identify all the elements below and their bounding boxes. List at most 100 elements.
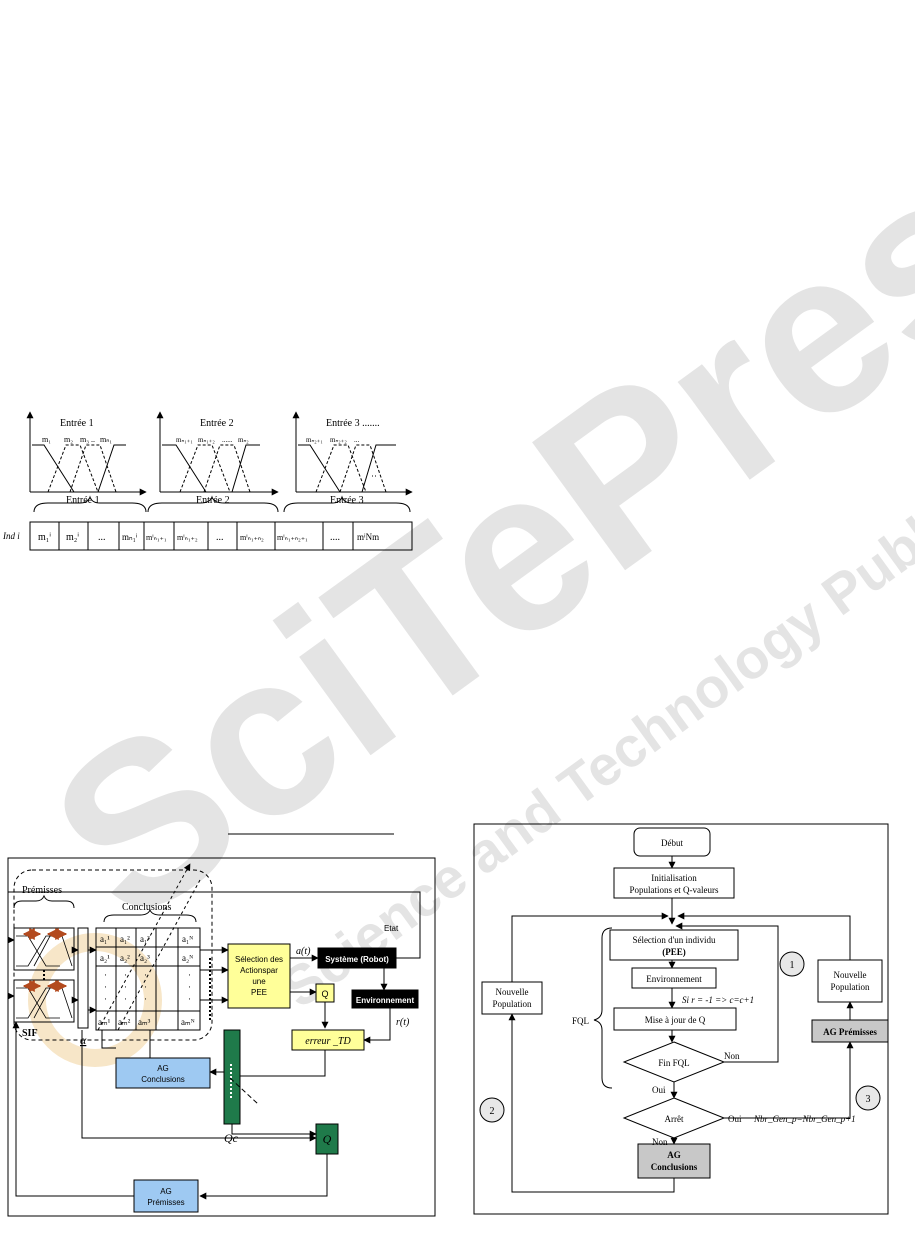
fig3-start-label: Début [661, 838, 683, 848]
fig3-ag-premisses-label: AG Prémisses [823, 1027, 877, 1037]
watermark-logo [28, 933, 162, 1067]
fig1-brace-2 [147, 495, 279, 513]
fig2-matrix-r6c3: aₘ³ [138, 1017, 151, 1027]
fig3-environment-box [631, 967, 717, 989]
fig2-qc-label: Qc [224, 1131, 239, 1145]
fig3-fql-label: FQL [572, 1016, 589, 1026]
fig2-conclusions-label: Conclusions [122, 902, 172, 913]
fig1-panel-2-title: Entrée 2 [200, 418, 234, 429]
fig1-panel-2-mf-3: ...... [222, 436, 233, 444]
fig2-matrix-r4c5: · [188, 982, 191, 992]
fig2-premisses-label: Prémisses [22, 885, 62, 896]
fig3-circle-1-label: 1 [790, 960, 795, 971]
figure-membership-text: Entrée 1 m₁ m₂ m₃ .. mₙ₁ Entrée 1 Entrée… [2, 418, 380, 543]
fig1-panel-3-mf-2: mₙ₂₊₂ [330, 436, 347, 444]
figure-architecture [7, 857, 436, 1217]
fig2-reward-label: r(t) [396, 1017, 410, 1028]
fig1-panel-1-mf-4: mₙ₁ [100, 435, 112, 444]
fig3-fql-brace [593, 927, 613, 1089]
fig2-action-label: a(t) [296, 946, 311, 957]
fig2-selection-line-3: une [252, 977, 266, 986]
fig1-cell-3: ... [98, 532, 106, 543]
fig1-brace-3 [283, 495, 411, 513]
fig1-panel-1-title: Entrée 1 [60, 418, 94, 429]
fig2-frame [7, 857, 436, 1217]
fig2-matrix-r6c1: aₘ¹ [98, 1017, 111, 1027]
fig1-panel-2-mf-1: mₙ₁₊₁ [176, 436, 193, 444]
fig3-generation-counter: Nbr_Gen_p=Nbr_Gen_p+1 [753, 1114, 856, 1124]
fig2-matrix-r3c2: · [124, 970, 127, 980]
fig2-matrix-r3c3: · [144, 970, 147, 980]
fig3-new-population-left-line-1: Nouvelle [496, 987, 529, 997]
fig2-etat-label: Etat [384, 924, 399, 933]
fig1-panel-1-mf-2: m₂ [64, 435, 73, 444]
figure-flowchart [473, 823, 889, 1215]
fig3-init-line-1: Initialisation [651, 873, 697, 883]
fig3-rule-label: Si r = -1 => c=c+1 [682, 995, 754, 1005]
fig1-cell-10: .... [330, 532, 340, 543]
fig3-frame [473, 823, 889, 1215]
fig2-matrix-r1c2: a₁² [120, 934, 130, 944]
fig3-stop-label: Arrêt [665, 1114, 684, 1124]
fig1-panel-3-axis-label: Entrée 3 [330, 495, 364, 506]
fig2-matrix-r3c1: · [104, 970, 107, 980]
fig2-matrix-r6c2: aₘ² [118, 1017, 131, 1027]
fig1-panel-1-mf-3: m₃ .. [80, 435, 95, 444]
figure-architecture-text: Prémisses Conclusions SIF α a₁¹ a₁² a₁³ … [22, 885, 414, 1207]
fig3-update-label: Mise à jour de Q [645, 1015, 706, 1025]
fig2-environment-box [351, 989, 419, 1009]
fig2-q-green-label: Q [323, 1132, 332, 1146]
fig3-yes2-label: Oui [728, 1114, 742, 1124]
fig2-q-label: Q [321, 989, 328, 999]
fig1-cell-8: mⁱₙ₁₊ₙ₂ [240, 533, 264, 542]
fig1-panel-2 [156, 411, 279, 496]
fig2-matrix [95, 927, 201, 1031]
fig3-circle-2-label: 2 [490, 1106, 495, 1117]
fig1-panel-3-title: Entrée 3 ....... [326, 418, 380, 429]
fig3-selection-box [609, 929, 739, 961]
fig1-panel-3 [292, 411, 413, 496]
fig1-panel-2-mf-4: mₙ₂ [238, 436, 249, 444]
fig3-init-line-2: Populations et Q-valeurs [630, 885, 719, 895]
fig2-matrix-r5c2: · [124, 994, 127, 1004]
figure-membership-functions [26, 411, 413, 551]
fig3-environment-label: Environnement [646, 974, 702, 984]
fig3-ag-conclusions-box [637, 1143, 711, 1179]
fig2-matrix-r4c3: · [144, 982, 147, 992]
fig2-matrix-r1c3: a₁³ [140, 934, 150, 944]
fig1-cell-1: m₁ⁱ [38, 532, 51, 543]
fig3-ag-conclusions-line-1: AG [667, 1150, 681, 1160]
fig2-matrix-r2c3: a₂³ [140, 953, 150, 963]
fig1-cell-7: ... [216, 532, 224, 543]
fig3-selection-line-2: (PEE) [662, 947, 686, 957]
fig2-matrix-r5c1: · [104, 994, 107, 1004]
fig1-cell-9: mⁱₙ₁₊ₙ₂₊₁ [277, 533, 308, 542]
fig1-individual-row [29, 521, 413, 551]
fig1-cell-11: mⁱNm [357, 532, 379, 542]
fig3-new-population-right-line-2: Population [830, 982, 870, 992]
fig3-circle-3 [855, 1085, 881, 1111]
fig3-new-population-right [817, 959, 883, 1003]
fig2-matrix-r5c5: · [188, 994, 191, 1004]
fig2-ag-premisses-line-2: Prémisses [147, 1198, 184, 1207]
fig1-panel-2-mf-2: mₙ₁₊₂ [198, 436, 215, 444]
fig1-panel-3-mf-3: ... [354, 436, 360, 444]
fig3-end-fql-label: Fin FQL [658, 1058, 689, 1068]
fig2-matrix-r1c1: a₁¹ [100, 934, 110, 944]
fig1-cell-5: mⁱₙ₁₊₁ [146, 533, 167, 542]
fig2-sif-label: SIF [22, 1028, 38, 1039]
fig2-system-label: Système (Robot) [325, 955, 389, 964]
fig2-selection-line-4: PEE [251, 988, 267, 997]
fig1-cell-4: mₙ₁ⁱ [122, 532, 138, 542]
fig2-environment-label: Environnement [356, 996, 415, 1005]
fig3-init-box [613, 867, 735, 899]
fig3-yes-label: Oui [652, 1085, 666, 1095]
fig2-ag-conclusions-box [115, 1057, 211, 1089]
fig2-alpha-vector [77, 927, 89, 1029]
fig2-matrix-r4c2: · [124, 982, 127, 992]
fig1-row-label: Ind i [2, 531, 20, 541]
fig1-panel-1-axis-label: Entrée 1 [66, 495, 100, 506]
fig3-ag-conclusions-line-2: Conclusions [651, 1162, 698, 1172]
fig2-matrix-r4c1: · [104, 982, 107, 992]
